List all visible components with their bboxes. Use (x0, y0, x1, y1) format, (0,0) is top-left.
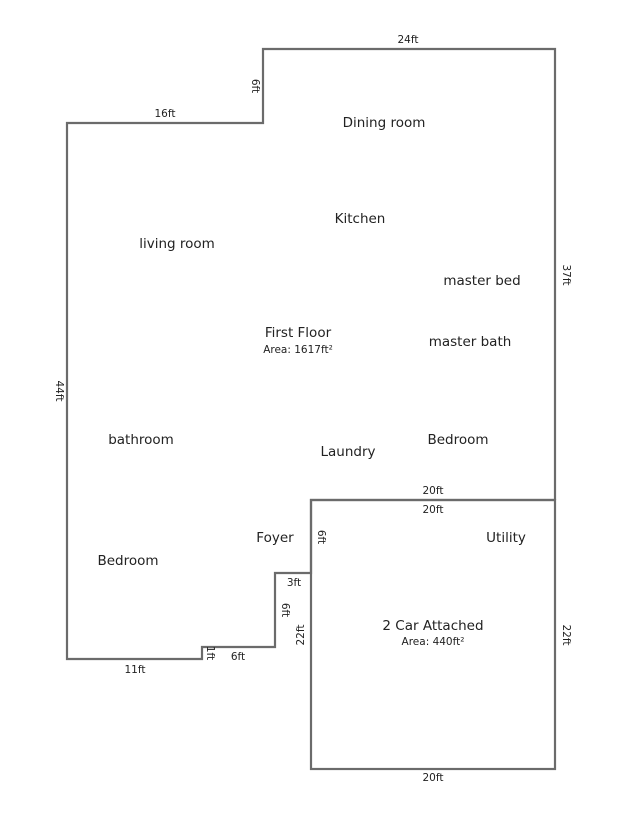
garage-name: 2 Car Attached (382, 618, 483, 634)
first-floor-name: First Floor (265, 325, 332, 341)
dim-garage-left: 22ft (295, 625, 307, 646)
room-bedroom-left: Bedroom (97, 553, 158, 569)
dim-step-3: 3ft (287, 577, 301, 589)
room-utility: Utility (486, 530, 526, 546)
room-foyer: Foyer (256, 530, 294, 546)
dim-top-left: 16ft (155, 108, 176, 120)
room-dining-room: Dining room (343, 115, 426, 131)
dim-garage-top-outer: 20ft (423, 485, 444, 497)
dim-top: 24ft (398, 34, 419, 46)
room-kitchen: Kitchen (335, 211, 386, 227)
room-master-bed: master bed (443, 273, 520, 289)
garage-area: Area: 440ft² (402, 636, 465, 648)
dim-garage-bottom: 20ft (423, 772, 444, 784)
dim-bottom-1: 1ft (204, 646, 216, 660)
dim-left: 44ft (53, 381, 65, 402)
room-bedroom-right: Bedroom (427, 432, 488, 448)
dim-step-6-vertical: 6ft (279, 603, 291, 617)
dim-bottom-11: 11ft (125, 664, 146, 676)
garage-outline (309, 498, 557, 771)
room-bathroom: bathroom (108, 432, 174, 448)
dim-top-step: 6ft (249, 79, 261, 93)
dim-bottom-6: 6ft (231, 651, 245, 663)
dim-right: 37ft (560, 265, 572, 286)
first-floor-area: Area: 1617ft² (263, 344, 333, 356)
room-laundry: Laundry (320, 444, 375, 460)
room-living-room: living room (139, 236, 215, 252)
dim-garage-top-inner: 20ft (423, 504, 444, 516)
room-master-bath: master bath (429, 334, 512, 350)
dim-foyer-step: 6ft (315, 530, 327, 544)
dim-garage-right: 22ft (560, 625, 572, 646)
